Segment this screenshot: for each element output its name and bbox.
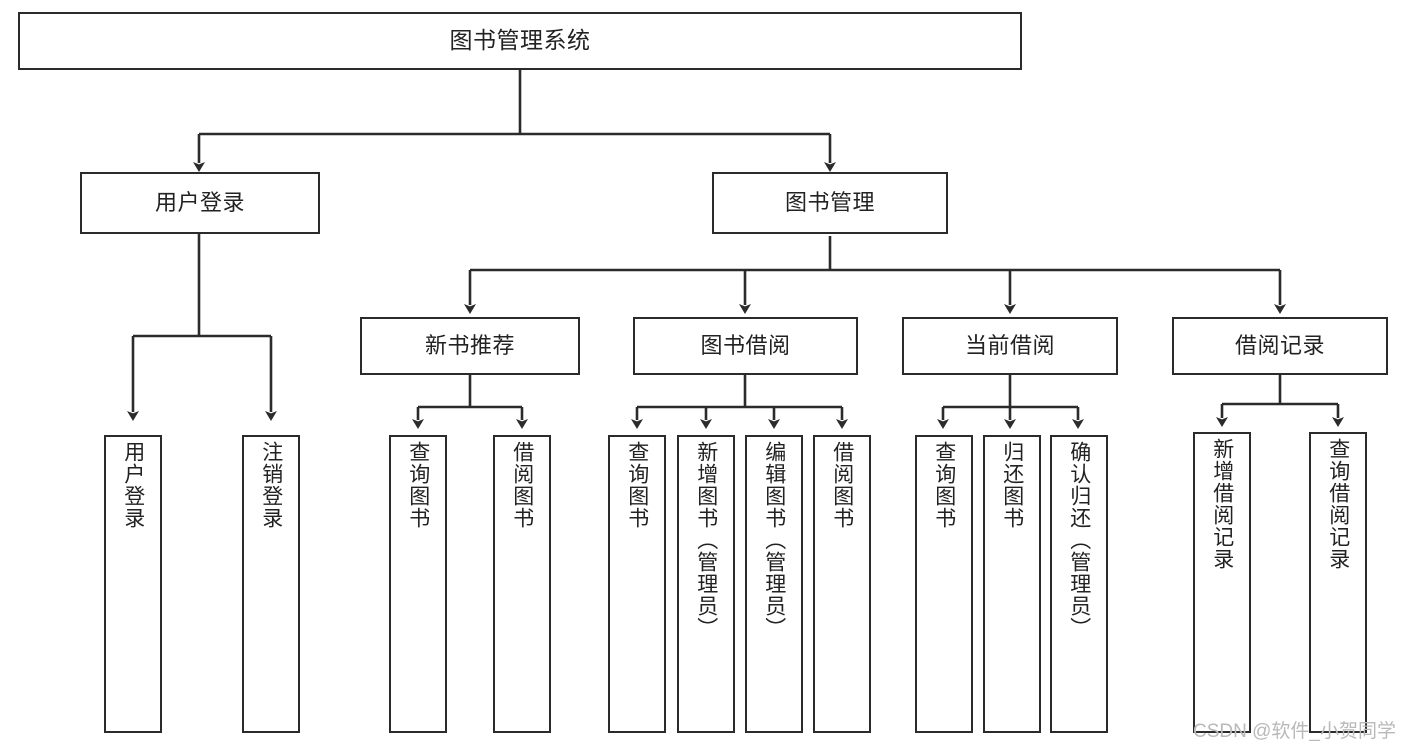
node-user-login-label: 用户登录 bbox=[154, 190, 245, 216]
node-leaf-return-book[interactable]: 归还图书 bbox=[983, 435, 1041, 733]
node-leaf-edit-book[interactable]: 编辑图书（管理员） bbox=[745, 435, 803, 733]
node-root[interactable]: 图书管理系统 bbox=[18, 12, 1022, 70]
node-leaf-query-book-3-label: 查询图书 bbox=[932, 441, 956, 529]
node-leaf-edit-book-label: 编辑图书（管理员） bbox=[762, 441, 786, 639]
node-leaf-query-record[interactable]: 查询借阅记录 bbox=[1309, 432, 1367, 733]
node-current-borrow-label: 当前借阅 bbox=[964, 333, 1055, 359]
node-leaf-logout-login[interactable]: 注销登录 bbox=[242, 435, 300, 733]
node-new-book-recommend[interactable]: 新书推荐 bbox=[360, 317, 580, 375]
node-leaf-query-book-3[interactable]: 查询图书 bbox=[915, 435, 973, 733]
node-book-borrow[interactable]: 图书借阅 bbox=[633, 317, 858, 375]
node-leaf-user-login-label: 用户登录 bbox=[121, 441, 145, 529]
node-leaf-borrow-book-1[interactable]: 借阅图书 bbox=[493, 435, 551, 733]
node-borrow-record[interactable]: 借阅记录 bbox=[1172, 317, 1388, 375]
node-book-manage-label: 图书管理 bbox=[784, 190, 875, 216]
node-leaf-logout-login-label: 注销登录 bbox=[259, 441, 283, 529]
node-user-login[interactable]: 用户登录 bbox=[80, 172, 320, 234]
node-current-borrow[interactable]: 当前借阅 bbox=[902, 317, 1118, 375]
node-leaf-query-book-1-label: 查询图书 bbox=[406, 441, 430, 529]
node-borrow-record-label: 借阅记录 bbox=[1234, 333, 1325, 359]
node-leaf-query-book-2-label: 查询图书 bbox=[625, 441, 649, 529]
node-leaf-add-book[interactable]: 新增图书（管理员） bbox=[677, 435, 735, 733]
node-leaf-add-record-label: 新增借阅记录 bbox=[1210, 438, 1234, 570]
node-leaf-borrow-book-1-label: 借阅图书 bbox=[510, 441, 534, 529]
csdn-watermark: CSDN @软件_小贺同学 bbox=[1193, 721, 1396, 742]
node-book-manage[interactable]: 图书管理 bbox=[712, 172, 948, 234]
node-leaf-user-login[interactable]: 用户登录 bbox=[104, 435, 162, 733]
node-leaf-borrow-book-2[interactable]: 借阅图书 bbox=[813, 435, 871, 733]
node-leaf-query-book-2[interactable]: 查询图书 bbox=[608, 435, 666, 733]
node-book-borrow-label: 图书借阅 bbox=[700, 333, 791, 359]
node-leaf-add-record[interactable]: 新增借阅记录 bbox=[1193, 432, 1251, 733]
node-leaf-borrow-book-2-label: 借阅图书 bbox=[830, 441, 854, 529]
node-leaf-query-record-label: 查询借阅记录 bbox=[1326, 438, 1350, 570]
node-new-book-recommend-label: 新书推荐 bbox=[424, 333, 515, 359]
node-leaf-confirm-return-label: 确认归还（管理员） bbox=[1067, 441, 1091, 639]
node-leaf-return-book-label: 归还图书 bbox=[1000, 441, 1024, 529]
node-root-label: 图书管理系统 bbox=[449, 27, 591, 54]
node-leaf-add-book-label: 新增图书（管理员） bbox=[694, 441, 718, 639]
node-leaf-confirm-return[interactable]: 确认归还（管理员） bbox=[1050, 435, 1108, 733]
node-leaf-query-book-1[interactable]: 查询图书 bbox=[389, 435, 447, 733]
